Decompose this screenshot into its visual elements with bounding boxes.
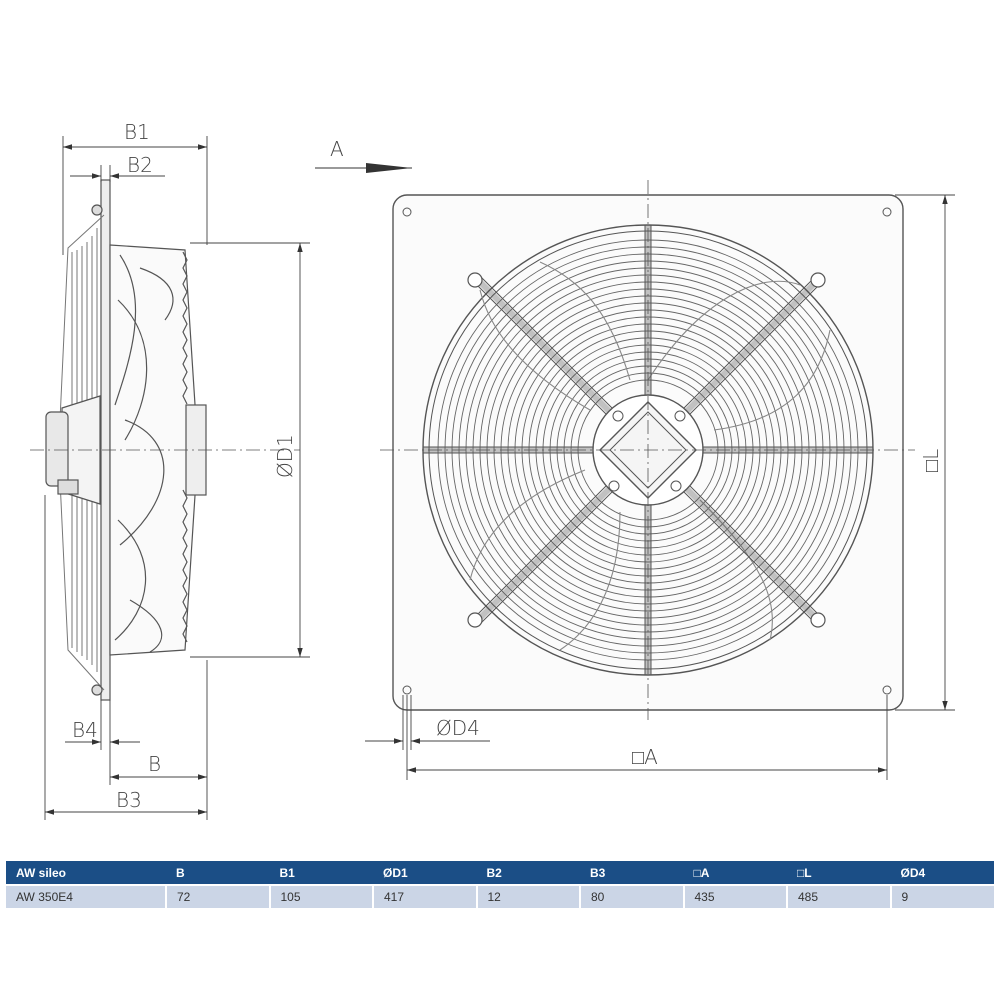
cell-d1: 417 <box>373 884 478 908</box>
front-view <box>380 180 915 720</box>
fan-blades <box>469 261 831 651</box>
cell-d4: 9 <box>890 884 994 908</box>
table-row: AW 350E4 72 105 417 12 80 435 485 9 <box>6 884 994 908</box>
terminal-box <box>45 411 69 487</box>
dim-label-sq-l: □L <box>919 449 943 472</box>
dim-label-b3: B3 <box>116 788 142 812</box>
header-sq-l: □L <box>787 861 891 885</box>
header-b1: B1 <box>269 861 373 885</box>
front-dimension-labels: □L □A ØD4 <box>436 449 943 769</box>
view-a-label: A <box>330 137 344 161</box>
front-dimensions <box>365 194 955 780</box>
header-sq-a: □A <box>683 861 787 885</box>
dim-label-b: B <box>148 752 161 776</box>
header-d1: ØD1 <box>373 861 477 885</box>
dim-label-d4: ØD4 <box>436 716 480 740</box>
view-a-arrow: A <box>315 137 412 173</box>
header-model: AW sileo <box>6 861 166 885</box>
cell-b: 72 <box>166 884 271 908</box>
dimensions-table: AW sileo B B1 ØD1 B2 B3 □A □L ØD4 AW 350… <box>6 861 994 908</box>
dim-label-sq-a: □A <box>632 745 658 769</box>
cell-b3: 80 <box>580 884 685 908</box>
header-b2: B2 <box>476 861 580 885</box>
side-flange-plate <box>100 179 111 701</box>
side-dimension-labels: B1 B2 ØD1 B4 B B3 <box>72 120 297 812</box>
dim-label-b1: B1 <box>124 120 150 144</box>
dim-label-d1: ØD1 <box>273 434 297 478</box>
header-d4: ØD4 <box>890 861 994 885</box>
cell-b1: 105 <box>269 884 374 908</box>
side-dimensions <box>44 136 310 820</box>
header-b3: B3 <box>580 861 684 885</box>
dim-label-b2: B2 <box>127 153 153 177</box>
guard-fixings <box>467 272 826 628</box>
cell-sq-l: 485 <box>787 884 892 908</box>
cell-sq-a: 435 <box>683 884 788 908</box>
cell-model: AW 350E4 <box>6 884 167 908</box>
header-b: B <box>166 861 270 885</box>
dim-label-b4: B4 <box>72 718 98 742</box>
side-view <box>30 179 300 701</box>
mounting-holes <box>402 207 892 695</box>
hub-screws <box>608 410 686 492</box>
fan-technical-drawing: B1 B2 ØD1 B4 B B3 A <box>30 120 955 820</box>
cell-b2: 12 <box>476 884 581 908</box>
table-header-row: AW sileo B B1 ØD1 B2 B3 □A □L ØD4 <box>6 861 994 885</box>
